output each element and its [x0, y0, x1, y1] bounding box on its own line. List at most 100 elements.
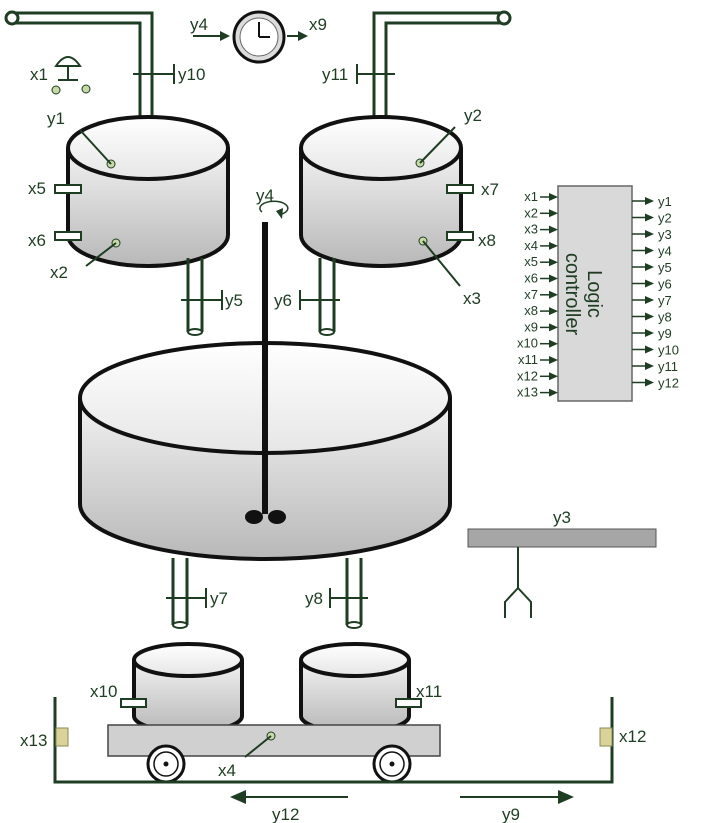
controller-output-label: y6 [658, 277, 672, 292]
main-drain-pipe-2 [345, 558, 363, 629]
controller-input-label: x10 [517, 336, 538, 351]
controller-output-pin: y11 [632, 359, 678, 374]
rotation-icon [259, 200, 289, 219]
controller-input-label: x9 [524, 319, 538, 334]
controller-input-label: x13 [517, 385, 538, 400]
tank-1-low-label: x6 [28, 231, 46, 250]
crane: y3 [467, 508, 657, 618]
clock-input-label: y4 [190, 15, 208, 34]
tank-1-sensors: y1 x2 x5 x6 [28, 109, 121, 282]
controller-output-label: y1 [658, 194, 672, 209]
mixer-label: y4 [256, 186, 274, 205]
tank-2-sensors: y2 x3 x7 x8 [415, 106, 499, 308]
controller-output-pin: y7 [632, 293, 672, 308]
controller-output-pin: y3 [632, 227, 672, 242]
controller-input-pin: x2 [524, 205, 558, 220]
valve-drain-2-label: y6 [274, 291, 292, 310]
tank-2-upper-label: y2 [464, 106, 482, 125]
controller-input-pin: x4 [524, 238, 558, 253]
receiver-tank-right: x11 [299, 642, 442, 734]
controller-input-pin: x11 [518, 352, 558, 367]
controller-input-label: x6 [524, 271, 538, 286]
level-switch-x5 [54, 184, 82, 194]
tank-2-low-label: x8 [478, 231, 496, 250]
controller-output-label: y8 [658, 310, 672, 325]
drain-pipe-2 [318, 258, 336, 336]
tank-1-upper-label: y1 [47, 109, 65, 128]
controller-output-label: y10 [658, 343, 679, 358]
limit-left-label: x13 [20, 731, 47, 750]
controller-input-pin: x6 [524, 271, 558, 286]
receiver-tank-left: x10 [90, 642, 244, 734]
receiver-right-label: x11 [416, 682, 442, 701]
controller-output-pin: y6 [632, 277, 672, 292]
start-button-label: x1 [30, 65, 48, 84]
controller-input-label: x4 [524, 238, 538, 253]
clock-output-label: x9 [309, 15, 327, 34]
limit-switch-right [599, 727, 613, 747]
level-switch-x7 [446, 184, 474, 194]
controller-output-label: y7 [658, 293, 672, 308]
valve-drain-1[interactable]: y5 [181, 290, 243, 310]
controller-input-label: x11 [518, 352, 538, 367]
wheel-left-icon [146, 744, 186, 784]
controller-input-pin: x9 [524, 319, 558, 334]
controller-input-pin: x7 [524, 287, 558, 302]
valve-drain-1-label: y5 [225, 291, 243, 310]
controller-input-pin: x3 [524, 222, 558, 237]
drain-pipe-1 [186, 258, 204, 336]
controller-output-label: y11 [658, 359, 678, 374]
start-button[interactable]: x1 [30, 56, 91, 95]
controller-output-pin: y8 [632, 310, 672, 325]
valve-drain-2[interactable]: y6 [274, 290, 340, 310]
controller-output-label: y4 [658, 244, 672, 259]
controller-output-label: y2 [658, 211, 672, 226]
controller-output-pin: y1 [632, 194, 672, 209]
controller-input-label: x2 [524, 205, 538, 220]
valve-feed-2[interactable]: y11 [322, 64, 395, 84]
controller-output-label: y9 [658, 326, 672, 341]
move-left-label: y12 [272, 805, 299, 823]
valve-main-drain-2-label: y8 [305, 589, 323, 608]
controller-output-pin: y2 [632, 211, 672, 226]
crane-label: y3 [553, 508, 571, 527]
tank-2-lower-label: x3 [463, 289, 481, 308]
controller-output-label: y5 [658, 260, 672, 275]
clock-icon [232, 10, 286, 64]
wheel-right-icon [372, 744, 412, 784]
move-left-arrow: y12 [230, 790, 348, 823]
controller-input-label: x5 [524, 254, 538, 269]
controller-output-pin: y4 [632, 244, 672, 259]
controller-input-pin: x10 [517, 336, 558, 351]
controller-output-pin: y12 [632, 376, 679, 391]
tank-2-high-label: x7 [481, 180, 499, 199]
controller-input-label: x8 [524, 303, 538, 318]
valve-main-drain-1[interactable]: y7 [166, 588, 228, 608]
valve-feed-1[interactable]: y10 [133, 64, 205, 84]
level-switch-x6 [54, 231, 82, 241]
controller-output-label: y3 [658, 227, 672, 242]
controller-input-pin: x5 [524, 254, 558, 269]
receiver-left-label: x10 [90, 682, 117, 701]
controller-output-pin: y9 [632, 326, 672, 341]
controller-output-pin: y10 [632, 343, 679, 358]
move-right-label: y9 [502, 805, 520, 823]
controller-input-label: x7 [524, 287, 538, 302]
controller-input-pin: x8 [524, 303, 558, 318]
controller-title-line1: Logic [583, 270, 605, 318]
limit-right-label: x12 [619, 727, 646, 746]
controller-input-label: x12 [517, 368, 538, 383]
controller-output-label: y12 [658, 376, 679, 391]
move-right-arrow: y9 [460, 790, 574, 823]
cart-label: x4 [218, 761, 236, 780]
push-button-icon [51, 56, 91, 95]
tank-1-lower-label: x2 [50, 263, 68, 282]
valve-main-drain-2[interactable]: y8 [305, 588, 368, 608]
mixer: y4 [245, 186, 289, 524]
valve-feed-1-label: y10 [178, 65, 205, 84]
controller-input-label: x1 [524, 189, 538, 204]
main-drain-pipe-1 [171, 558, 189, 629]
controller-output-pin: y5 [632, 260, 672, 275]
